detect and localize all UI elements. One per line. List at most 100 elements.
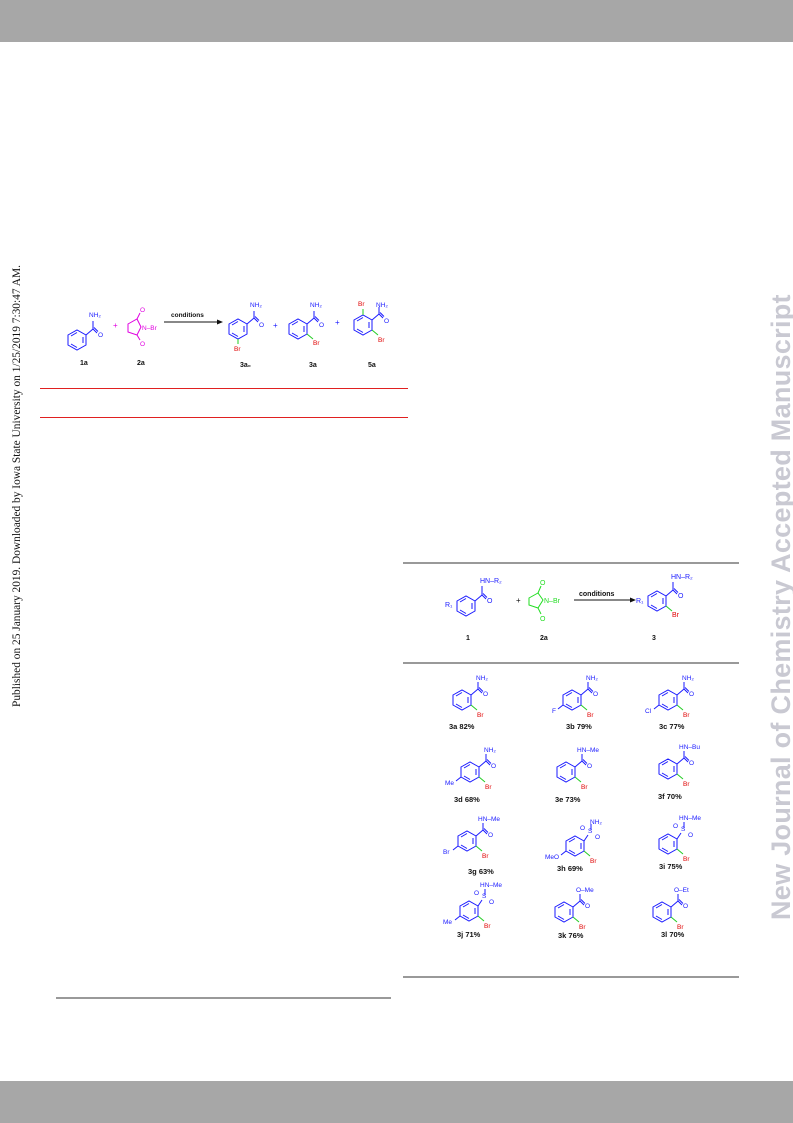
svg-text:O: O [587,763,592,770]
compound-3j: HN–Me O S O Br Me [443,882,502,930]
hn-r2-3: HN–R₂ [671,574,693,581]
label-3c-77: 3c 77% [659,722,685,731]
product-3a [288,311,320,340]
nbs-o-top: O [140,307,145,314]
nbs2-o-top: O [540,580,546,587]
amide-group: NH₂ [89,312,101,319]
scheme-1: NH₂ O 1a + O O N–Br 2a conditions NH₂ O … [67,301,389,369]
svg-text:S: S [681,826,686,833]
svg-text:O: O [491,763,496,770]
svg-text:O: O [593,691,598,698]
label-1: 1 [466,635,470,642]
label-1a: 1a [80,360,88,367]
bottom-band [0,1081,793,1123]
svg-text:O: O [483,691,488,698]
scheme-2-header: HN–R₂ O R₁ 1 + O O N–Br 2a conditions HN… [445,574,693,642]
label-3i-75: 3i 75% [659,862,683,871]
svg-text:Br: Br [482,853,489,860]
svg-text:NH₂: NH₂ [682,675,694,682]
label-3a-82: 3a 82% [449,722,475,731]
label-3h-69: 3h 69% [557,864,583,873]
svg-text:HN–Me: HN–Me [577,747,599,754]
carbonyl-o: O [98,332,103,339]
svg-text:O: O [580,825,585,832]
svg-text:O: O [488,832,493,839]
conditions-label-1: conditions [171,312,204,319]
label-3j-71: 3j 71% [457,930,481,939]
br-5a-top: Br [358,301,365,308]
svg-text:O: O [689,760,694,767]
label-3e-73: 3e 73% [555,795,581,804]
compound-3a: NH₂ O Br [452,675,488,719]
compound-3l: O–Et O Br [652,887,689,931]
svg-text:HN–Me: HN–Me [478,816,500,823]
label-5a: 5a [368,362,376,369]
compound-3f: HN–Bu O Br [658,744,700,788]
journal-watermark: New Journal of Chemistry Accepted Manusc… [766,294,793,920]
svg-text:Me: Me [445,780,454,787]
nbs2-o-bottom: O [540,616,546,623]
amide-5a: NH₂ [376,302,388,309]
nbs-2a [127,312,142,341]
svg-text:HN–Bu: HN–Bu [679,744,700,751]
compound-3e: HN–Me O Br [556,747,599,791]
svg-text:Br: Br [484,923,491,930]
label-3k-76: 3k 76% [558,931,584,940]
publication-note: Published on 25 January 2019. Downloaded… [11,265,23,707]
o-1: O [487,598,493,605]
svg-text:O: O [689,691,694,698]
label-2a-s2: 2a [540,635,548,642]
scheme2-mid-rule [403,662,739,664]
amide-3a: NH₂ [310,302,322,309]
table-top-rule [40,388,408,389]
svg-text:O: O [683,903,688,910]
svg-text:Me: Me [443,919,452,926]
svg-text:Br: Br [443,849,450,856]
o-5a: O [384,318,389,325]
nbs2-n-br: N–Br [544,598,561,605]
amide-3a0: NH₂ [250,302,262,309]
product-3a0 [228,311,260,344]
nbs-2a-green [528,585,544,615]
benzamide-1a [67,321,99,351]
product-3 [647,582,679,612]
br-3a0: Br [234,346,241,353]
nbs-o-bottom: O [140,341,145,348]
label-3a: 3a [309,362,317,369]
label-3: 3 [652,635,656,642]
o-3a0: O [259,322,264,329]
hn-r2-1: HN–R₂ [480,578,502,585]
top-band [0,0,793,42]
reaction-arrow-1 [164,319,223,325]
svg-text:S: S [588,828,593,835]
compound-3k: O–Me O Br [554,887,594,931]
svg-text:MeO: MeO [545,854,559,861]
svg-text:HN–Me: HN–Me [679,815,701,822]
svg-text:O: O [474,890,479,897]
svg-text:Br: Br [683,856,690,863]
product-5a [353,307,385,336]
conditions-label-2: conditions [579,591,614,598]
svg-text:HN–Me: HN–Me [480,882,502,889]
svg-text:O–Me: O–Me [576,887,594,894]
svg-text:O: O [673,823,678,830]
svg-text:Br: Br [579,924,586,931]
product-grid: NH₂ O Br 3a 82% NH₂ O Br F 3b 79% NH₂ O … [443,675,701,940]
svg-text:O: O [585,903,590,910]
svg-text:O–Et: O–Et [674,887,689,894]
svg-text:S: S [482,893,487,900]
label-3a0: 3a₀ [240,362,251,369]
plus-sign-s2: + [516,596,521,605]
svg-text:Br: Br [587,712,594,719]
compound-3i: HN–Me O S O Br [658,815,701,863]
compound-3h: NH₂ O S O Br MeO [545,819,602,865]
plus-sign-2: + [273,321,278,330]
label-3g-63: 3g 63% [468,867,494,876]
label-2a: 2a [137,360,145,367]
o-3: O [678,593,684,600]
svg-text:O: O [688,832,693,839]
nbs-n-br: N–Br [142,325,158,332]
o-3a: O [319,322,324,329]
svg-text:NH₂: NH₂ [586,675,598,682]
footnote-rule [56,997,391,999]
